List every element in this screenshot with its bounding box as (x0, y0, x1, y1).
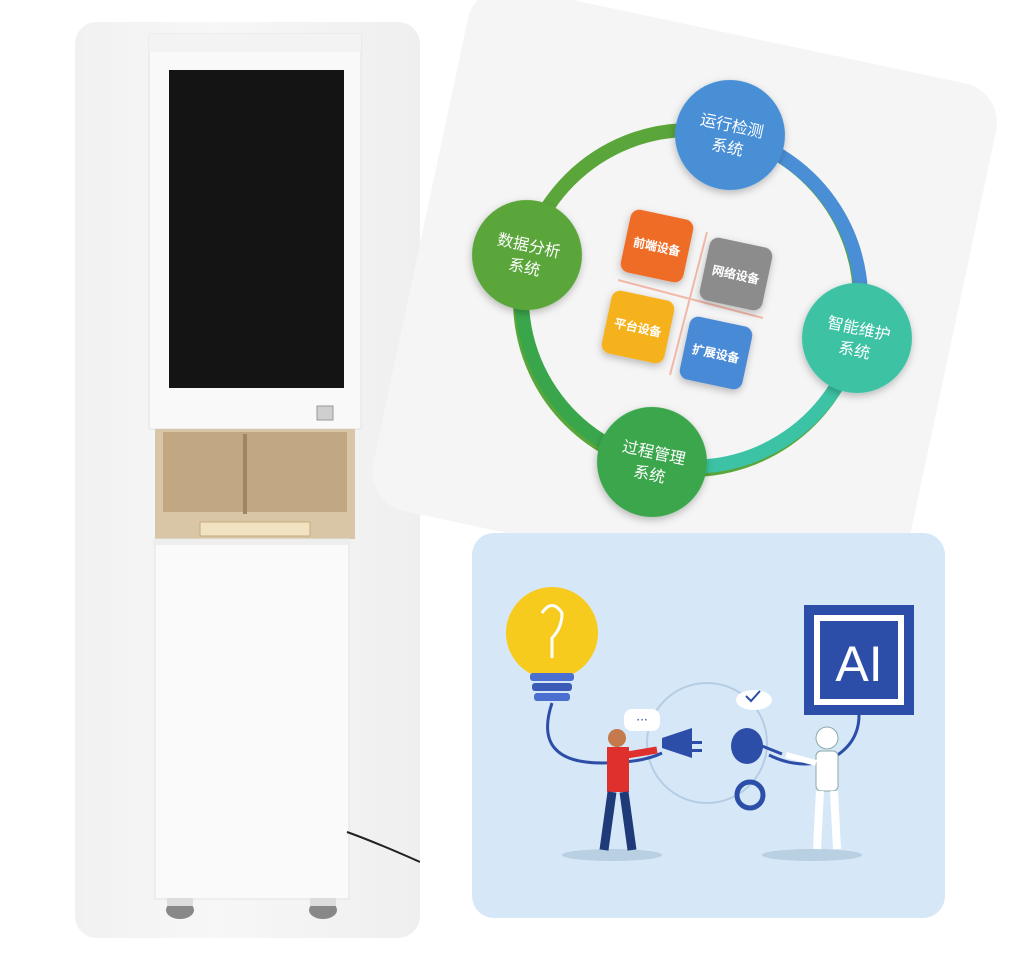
quadrant-tile: 前端设备 (620, 209, 694, 283)
power-cable (346, 831, 420, 863)
quadrant-axes (617, 231, 764, 376)
ai-connection-illustration: AI ··· (472, 533, 945, 918)
ai-chip-label: AI (835, 636, 882, 692)
scanner-icon (316, 405, 334, 421)
quadrant-tile: 平台设备 (601, 290, 675, 364)
person-figure (599, 729, 658, 851)
display-screen (169, 70, 344, 388)
plug-icon (662, 728, 783, 764)
quadrant-tile: 网络设备 (699, 237, 773, 311)
diagram-card (372, 0, 997, 608)
lightbulb-icon (506, 587, 663, 765)
product-photo-kiosk (75, 22, 420, 938)
svg-text:···: ··· (636, 713, 647, 727)
quadrant-tile: 扩展设备 (679, 316, 753, 390)
kiosk-cabinet (148, 33, 420, 919)
robot-figure (785, 726, 841, 850)
gear-icon (734, 779, 766, 811)
cloud-check-icon (736, 690, 772, 710)
speech-bubble-icon: ··· (624, 709, 660, 731)
ai-chip-icon: AI (768, 605, 914, 766)
